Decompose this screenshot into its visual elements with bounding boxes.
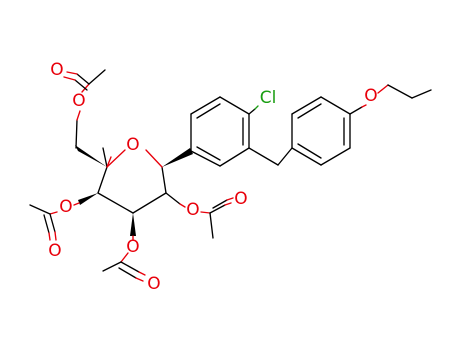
ethoxy-group: [349, 84, 432, 115]
c3-oxygen-label: O: [126, 237, 139, 257]
c4-oxygen-label: O: [59, 197, 72, 217]
benzyl-ch2-bond-a: [248, 147, 279, 166]
top-carbonyl-oxygen-label: O: [50, 60, 63, 80]
ch2-acetate-group: [63, 69, 107, 167]
ch2-oxygen-label: O: [72, 91, 85, 111]
c3-carbonyl-oxygen-label: O: [147, 274, 160, 294]
ring-oxygen-label: O: [126, 135, 139, 155]
c2-acetate-group: [165, 192, 234, 239]
c3-acetate-group: [102, 213, 146, 282]
c4-acetate-group: [29, 193, 98, 241]
chlorine-label: Cl: [260, 88, 277, 108]
c2-oxygen-label: O: [186, 200, 199, 220]
c4-carbonyl-oxygen-label: O: [48, 241, 61, 261]
ethoxy-oxygen-label: O: [364, 86, 377, 106]
pyranose-ring: [97, 147, 167, 214]
anomeric-wedge-bond: [162, 148, 193, 167]
chlorophenyl-ring: [190, 96, 259, 167]
ethoxyphenyl-ring: [291, 96, 351, 166]
c2-carbonyl-oxygen-label: O: [234, 189, 247, 209]
benzyl-ch2-bond-b: [277, 147, 293, 166]
